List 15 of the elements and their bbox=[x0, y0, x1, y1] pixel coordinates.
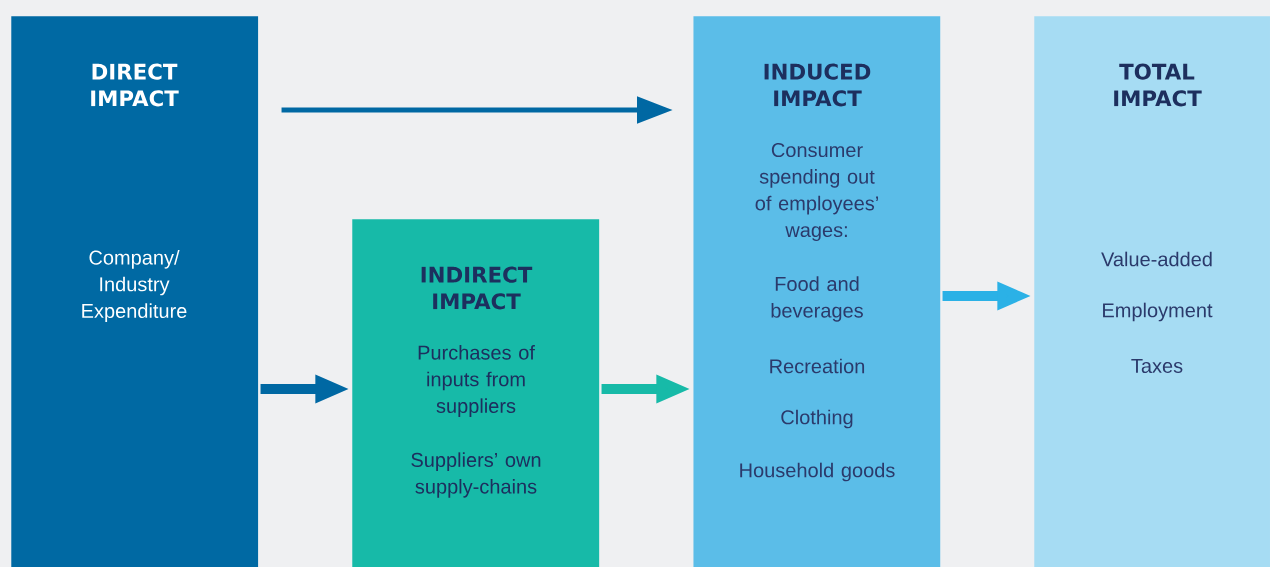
panel-heading: DIRECT IMPACT bbox=[91, 63, 179, 107]
panel-text: Purchases of inputs from suppliers bbox=[418, 345, 535, 417]
panel-text: Company/ Industry Expenditure bbox=[82, 250, 187, 322]
panel-text: Recreation bbox=[770, 358, 865, 374]
panel-heading: INDUCED IMPACT bbox=[764, 63, 871, 107]
panel-text: Value-added bbox=[1101, 251, 1212, 267]
panel-heading: INDIRECT IMPACT bbox=[421, 266, 533, 310]
panel-text: Suppliers’ own supply-chains bbox=[411, 452, 541, 498]
panel-text: Consumer spending out of employees’ wages: bbox=[755, 142, 878, 242]
panel-text: Taxes bbox=[1131, 359, 1183, 373]
panel-heading: TOTAL IMPACT bbox=[1114, 63, 1202, 107]
panel-text: Clothing bbox=[781, 409, 853, 429]
panel-text: Household goods bbox=[740, 462, 895, 482]
panel-text: Employment bbox=[1103, 302, 1213, 322]
panel-text: Food and beverages bbox=[771, 276, 863, 322]
